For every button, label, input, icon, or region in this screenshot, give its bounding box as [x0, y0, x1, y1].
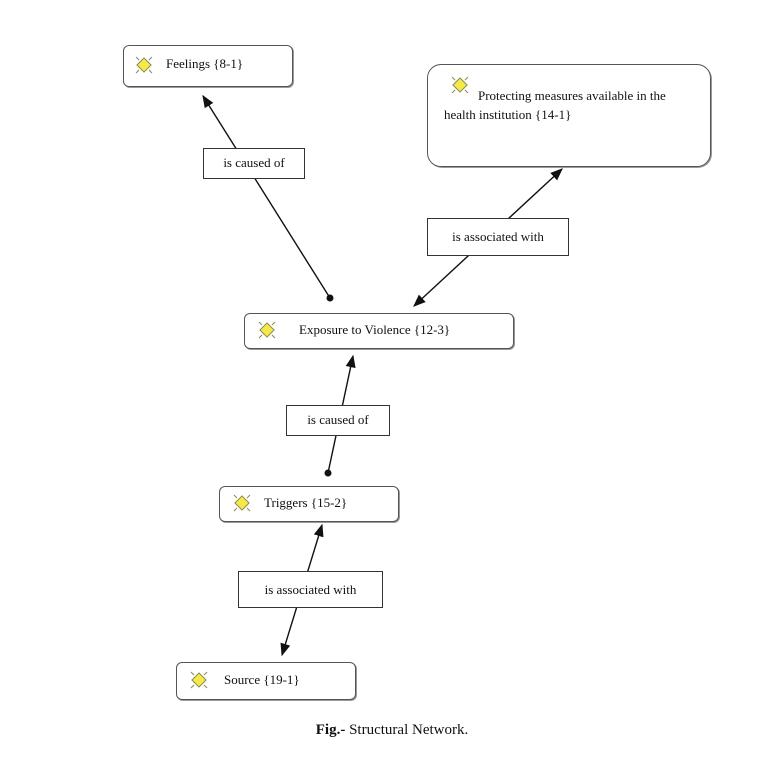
node-triggers[interactable]: Triggers {15-2} [219, 486, 399, 522]
node-exposure[interactable]: Exposure to Violence {12-3} [244, 313, 514, 349]
node-feelings[interactable]: Feelings {8-1} [123, 45, 293, 87]
edge-label-caused-of: is caused of [203, 148, 305, 179]
figure-caption: Fig.- Structural Network. [0, 722, 784, 739]
node-label: Triggers {15-2} [264, 495, 348, 510]
caption-text: Structural Network. [345, 722, 469, 738]
code-node-icon [258, 321, 276, 339]
node-label: Source {19-1} [224, 672, 300, 687]
node-label: Protecting measures available in the hea… [444, 88, 666, 122]
caption-prefix: Fig.- [315, 722, 346, 738]
code-node-icon [135, 56, 153, 74]
edge-label-caused-of: is caused of [286, 405, 390, 436]
node-protecting[interactable]: Protecting measures available in the hea… [427, 64, 711, 167]
node-label: Exposure to Violence {12-3} [299, 322, 451, 337]
edge-dot [326, 294, 334, 302]
code-node-icon [190, 671, 208, 689]
edge-label-associated-with: is associated with [238, 571, 383, 608]
node-label: Feelings {8-1} [166, 56, 244, 71]
code-node-icon [451, 76, 469, 94]
edge-label-associated-with: is associated with [427, 218, 569, 256]
node-source[interactable]: Source {19-1} [176, 662, 356, 700]
code-node-icon [233, 494, 251, 512]
edge-dot [324, 469, 332, 477]
edge-exposure-feelings [202, 94, 331, 299]
